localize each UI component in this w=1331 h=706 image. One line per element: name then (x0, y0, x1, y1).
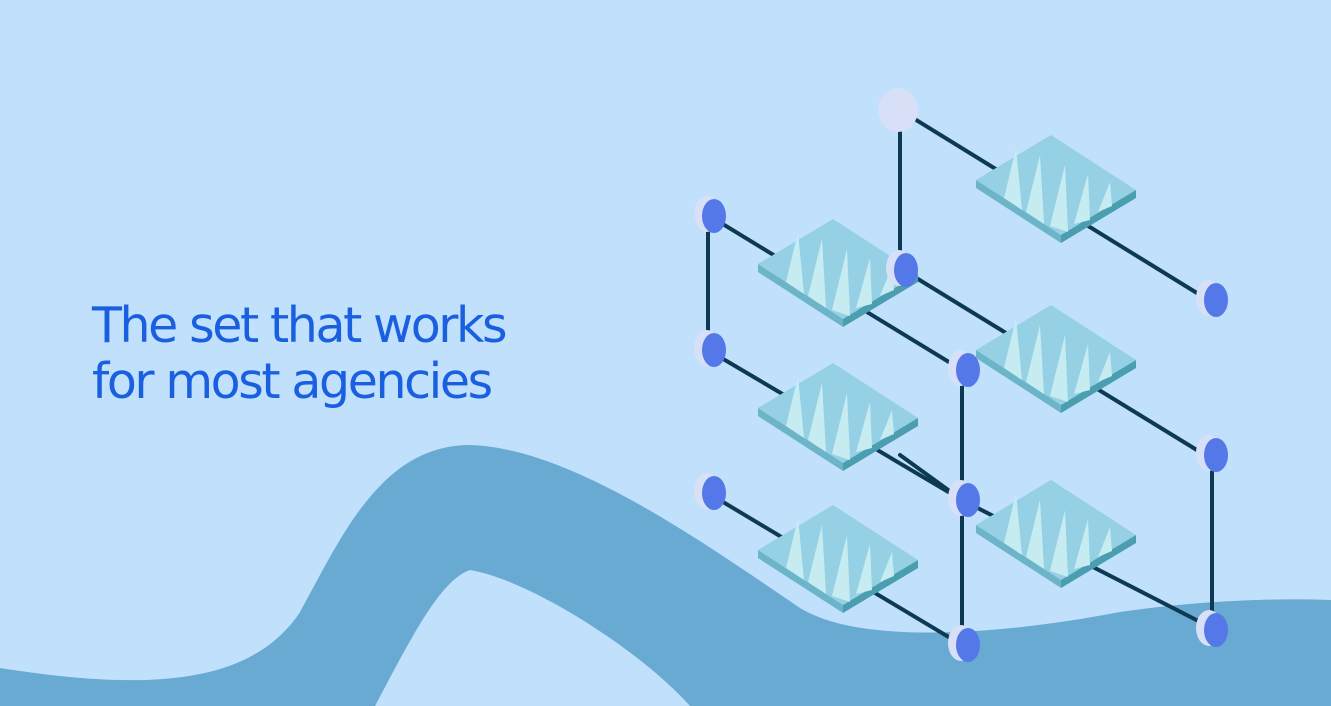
connector-node-icon (948, 350, 980, 387)
connector-node-icon (1196, 435, 1228, 472)
glass-panel (758, 363, 918, 471)
connector-node-icon (694, 196, 726, 233)
connector-nodes (694, 88, 1228, 662)
connector-node-icon (1196, 610, 1228, 647)
connector-node-icon (878, 88, 918, 132)
headline-line-2: for most agencies (92, 353, 493, 410)
glass-panel (976, 480, 1136, 588)
connector-node-icon (948, 480, 980, 517)
connector-node-icon (1196, 280, 1228, 317)
glass-panel (758, 505, 918, 613)
connector-node-icon (886, 250, 918, 287)
connector-node-icon (694, 330, 726, 367)
connector-node-icon (948, 625, 980, 662)
headline-line-1: The set that works (92, 297, 508, 354)
glass-panel (976, 135, 1136, 243)
headline: The set that works for most agencies (92, 297, 508, 410)
connector-node-icon (694, 473, 726, 510)
